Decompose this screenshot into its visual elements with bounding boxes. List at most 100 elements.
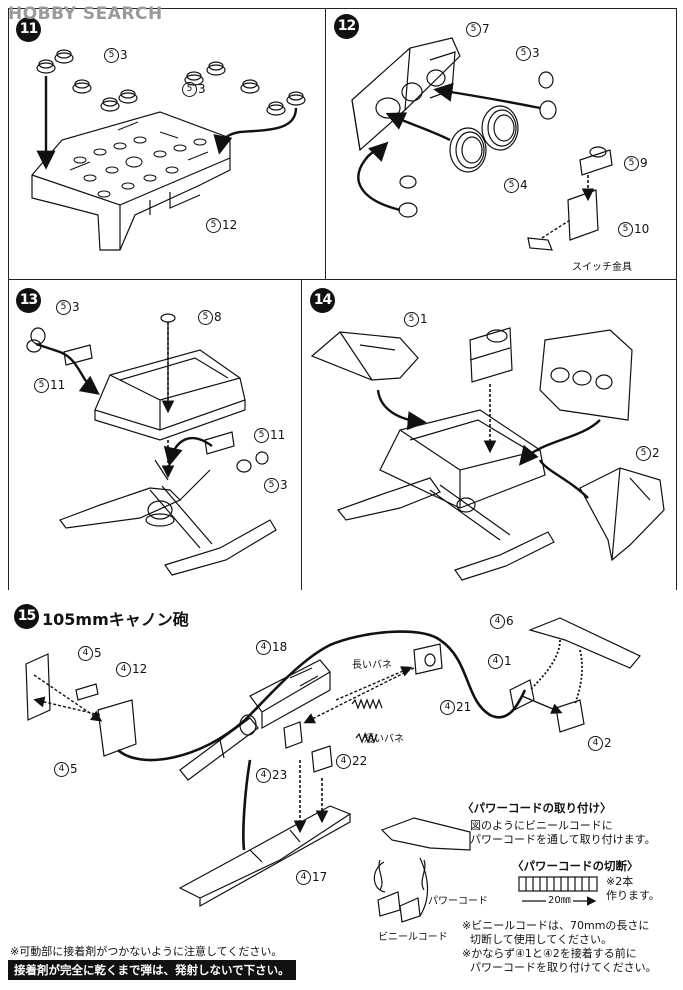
part-group-circle: 5: [182, 82, 197, 97]
step-12-badge: 12: [334, 14, 359, 39]
part-number: 3: [120, 48, 128, 62]
step-15-title: 105mmキャノン砲: [42, 610, 189, 629]
part-group-circle: 5: [618, 222, 633, 237]
long-spring-label: 長いバネ: [352, 660, 392, 671]
part-number: 17: [312, 870, 328, 884]
part-number: 3: [280, 478, 288, 492]
part-group-circle: 4: [116, 662, 131, 677]
part-number: 10: [634, 222, 650, 236]
part-group-circle: 4: [296, 870, 311, 885]
part-number: 18: [272, 640, 288, 654]
part-group-circle: 5: [504, 178, 519, 193]
step-13-badge: 13: [16, 288, 41, 313]
vinyl-cord-label: ビニールコード: [378, 932, 448, 943]
part-group-circle: 5: [636, 446, 651, 461]
footer-warning: 接着剤が完全に乾くまで弾は、発射しないで下さい。: [8, 960, 296, 980]
part-group-circle: 4: [78, 646, 93, 661]
part-group-circle: 4: [256, 768, 271, 783]
part-number: 5: [94, 646, 102, 660]
footer-note: ※可動部に接着剤がつかないように注意してください。: [10, 945, 283, 958]
part-number: 9: [640, 156, 648, 170]
power-cord-note: ※かならず④1と④2を接着する前に: [462, 947, 637, 960]
power-cord-note: ※ビニールコードは、70mmの長さに: [462, 919, 650, 932]
part-group-circle: 4: [256, 640, 271, 655]
part-number: 12: [132, 662, 148, 676]
part-group-circle: 5: [466, 22, 481, 37]
part-group-circle: 5: [56, 300, 71, 315]
step-11-drawing: [31, 49, 306, 251]
part-number: 21: [456, 700, 472, 714]
part-number: 1: [420, 312, 428, 326]
part-group-circle: 5: [264, 478, 279, 493]
short-spring-label: 短いバネ: [364, 734, 404, 745]
part-number: 3: [532, 46, 540, 60]
part-group-circle: 5: [198, 310, 213, 325]
part-group-circle: 4: [490, 614, 505, 629]
part-number: 6: [506, 614, 514, 628]
part-group-circle: 5: [254, 428, 269, 443]
power-cord-note: パワーコードを取り付けてください。: [470, 961, 657, 974]
power-cord-length: 20㎜: [546, 893, 573, 908]
part-group-circle: 4: [488, 654, 503, 669]
part-number: 3: [198, 82, 206, 96]
step-15-panel: [8, 590, 677, 982]
switch-fitting-label: スイッチ金具: [572, 262, 632, 273]
watermark-logo: HOBBY SEARCH: [8, 4, 163, 24]
step-11-badge: 11: [16, 17, 41, 42]
part-number: 11: [50, 378, 66, 392]
part-group-circle: 4: [440, 700, 455, 715]
part-number: 11: [270, 428, 286, 442]
step-13-drawing: [26, 313, 277, 576]
step-15-drawing: [25, 617, 641, 923]
part-number: 1: [504, 654, 512, 668]
part-group-circle: 4: [54, 762, 69, 777]
power-cord-cut-count: ※2本: [606, 875, 634, 888]
power-cord-line: パワーコードを通して取り付けます。: [470, 833, 656, 846]
part-number: 22: [352, 754, 368, 768]
part-group-circle: 5: [104, 48, 119, 63]
step-14-drawing: [310, 327, 665, 581]
power-cord-heading: 〈パワーコードの取り付け〉: [462, 801, 612, 815]
part-group-circle: 4: [588, 736, 603, 751]
step-14-badge: 14: [310, 288, 335, 313]
power-cord-line: 図のようにビニールコードに: [470, 819, 613, 832]
part-number: 12: [222, 218, 238, 232]
power-cord-cut-heading: 〈パワーコードの切断〉: [512, 859, 639, 873]
part-number: 7: [482, 22, 490, 36]
part-number: 8: [214, 310, 222, 324]
power-cord-note: 切断して使用してください。: [470, 933, 613, 946]
part-number: 23: [272, 768, 288, 782]
part-number: 4: [520, 178, 528, 192]
step-15-badge: 15: [14, 604, 39, 629]
part-group-circle: 4: [336, 754, 351, 769]
part-number: 2: [652, 446, 660, 460]
part-group-circle: 5: [206, 218, 221, 233]
part-group-circle: 5: [34, 378, 49, 393]
step-12-drawing: [351, 37, 613, 251]
part-group-circle: 5: [404, 312, 419, 327]
